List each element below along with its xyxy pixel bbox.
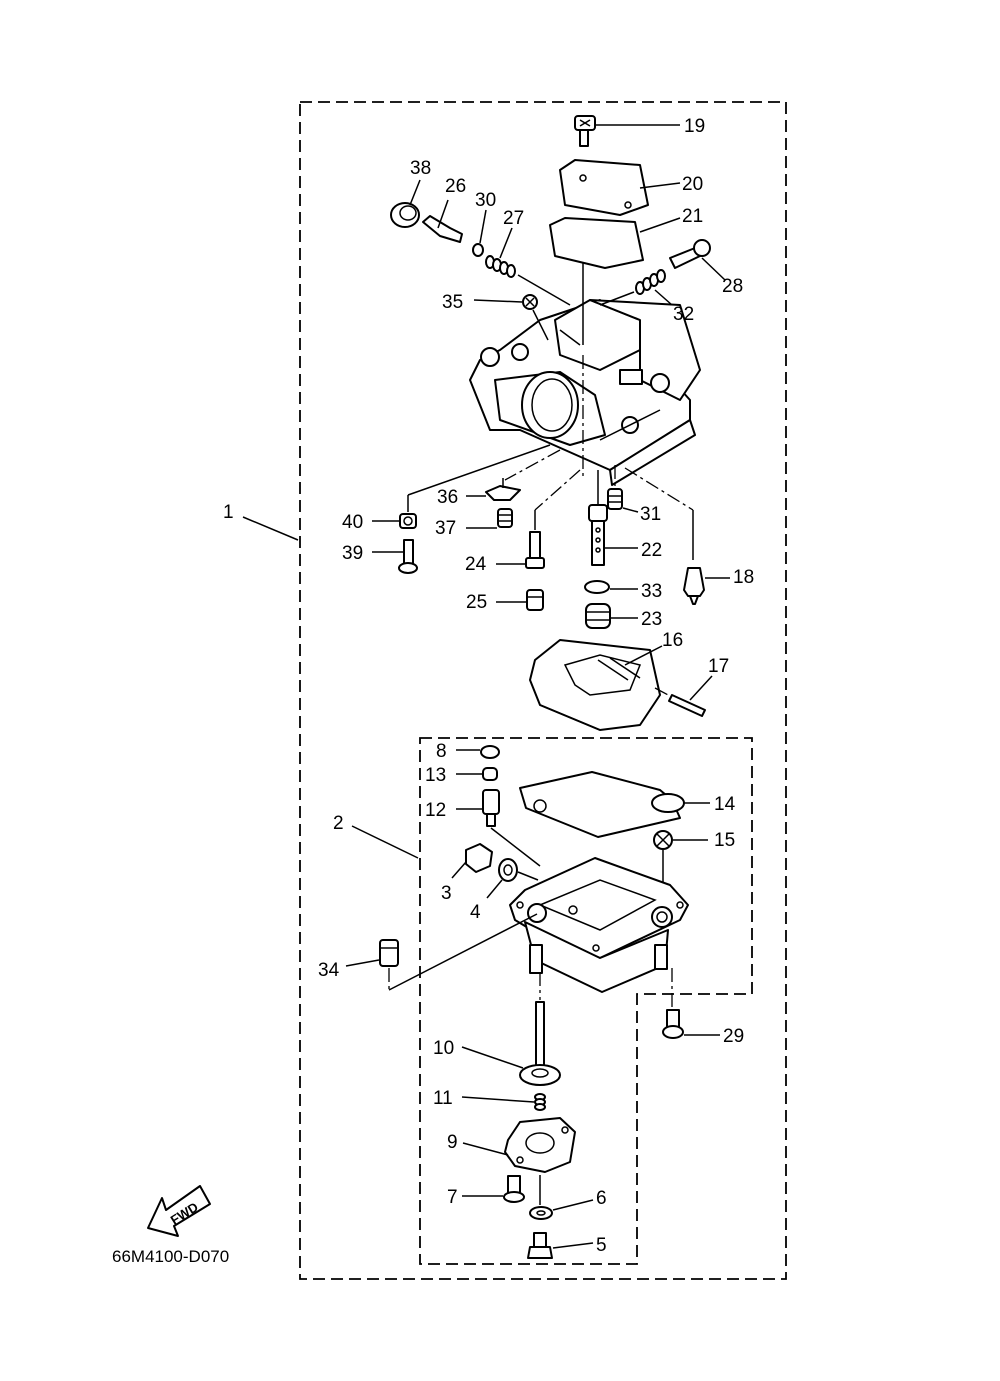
screw-35 <box>522 294 549 341</box>
emulsion-tube-22 <box>588 504 608 566</box>
label-28: 28 <box>722 276 743 297</box>
screw-5 <box>527 1232 553 1259</box>
assembly-2-boundary <box>419 737 753 1265</box>
plug-3 <box>451 843 493 879</box>
label-33: 33 <box>641 581 662 602</box>
cover-20 <box>559 159 649 216</box>
screw-39 <box>398 539 418 574</box>
label-11: 11 <box>433 1088 453 1109</box>
label-13: 13 <box>425 765 446 786</box>
label-25: 25 <box>466 592 487 613</box>
label-9: 9 <box>447 1132 458 1153</box>
label-35: 35 <box>442 292 463 313</box>
washer-4 <box>498 858 518 882</box>
label-15: 15 <box>714 830 735 851</box>
screw-12 <box>482 789 500 827</box>
label-31: 31 <box>640 504 661 525</box>
float-16 <box>529 639 661 731</box>
cover-9 <box>504 1117 576 1173</box>
part-13 <box>482 767 498 781</box>
part-8 <box>480 745 500 759</box>
assembly-1-boundary <box>299 101 787 1280</box>
screw-19 <box>574 115 596 147</box>
pulley-38 <box>390 179 421 228</box>
jet-31 <box>607 488 623 510</box>
label-26: 26 <box>445 176 466 197</box>
label-2: 2 <box>333 813 344 834</box>
label-36: 36 <box>437 487 458 508</box>
jet-holder-23 <box>585 603 611 629</box>
label-32: 32 <box>673 304 694 325</box>
spring-32 <box>635 269 666 295</box>
label-6: 6 <box>596 1188 607 1209</box>
label-16: 16 <box>662 630 683 651</box>
label-19: 19 <box>684 116 705 137</box>
diagram-code: 66M4100-D070 <box>112 1247 229 1266</box>
o-ring-33 <box>584 580 610 594</box>
screw-7 <box>503 1175 525 1203</box>
carburetor-body <box>469 299 701 486</box>
filter-15 <box>653 830 673 905</box>
label-4: 4 <box>470 902 481 923</box>
clip-36 <box>485 478 521 501</box>
label-20: 20 <box>682 174 703 195</box>
o-ring-30 <box>472 243 484 257</box>
label-27: 27 <box>503 208 524 229</box>
label-8: 8 <box>436 741 447 762</box>
label-29: 29 <box>723 1026 744 1047</box>
spring-11 <box>534 1093 546 1111</box>
screw-26 <box>422 199 463 243</box>
pin-17 <box>668 694 706 717</box>
screw-28 <box>669 239 726 281</box>
label-21: 21 <box>682 206 703 227</box>
needle-valve-18 <box>683 567 705 605</box>
label-40: 40 <box>342 512 363 533</box>
label-5: 5 <box>596 1235 607 1256</box>
nut-40 <box>399 513 417 529</box>
plunger-10 <box>519 1001 561 1086</box>
label-17: 17 <box>708 656 729 677</box>
screw-29 <box>662 1009 684 1039</box>
jet-37 <box>497 508 513 528</box>
label-30: 30 <box>475 190 496 211</box>
label-10: 10 <box>433 1038 454 1059</box>
label-14: 14 <box>714 794 736 815</box>
washer-6 <box>529 1206 553 1220</box>
nozzle-24 <box>525 531 545 569</box>
label-24: 24 <box>465 554 487 575</box>
float-chamber <box>509 857 689 993</box>
label-23: 23 <box>641 609 662 630</box>
label-12: 12 <box>425 800 446 821</box>
label-22: 22 <box>641 540 662 561</box>
jet-25 <box>526 589 544 611</box>
label-37: 37 <box>435 518 456 539</box>
label-18: 18 <box>733 567 754 588</box>
label-3: 3 <box>441 883 452 904</box>
label-1: 1 <box>223 502 234 523</box>
spring-27 <box>485 255 516 278</box>
fwd-arrow-icon: FWD <box>147 1185 211 1237</box>
screw-34 <box>379 939 399 967</box>
label-39: 39 <box>342 543 363 564</box>
label-34: 34 <box>318 960 340 981</box>
label-38: 38 <box>410 158 431 179</box>
gasket-21 <box>549 217 644 269</box>
label-7: 7 <box>447 1187 458 1208</box>
